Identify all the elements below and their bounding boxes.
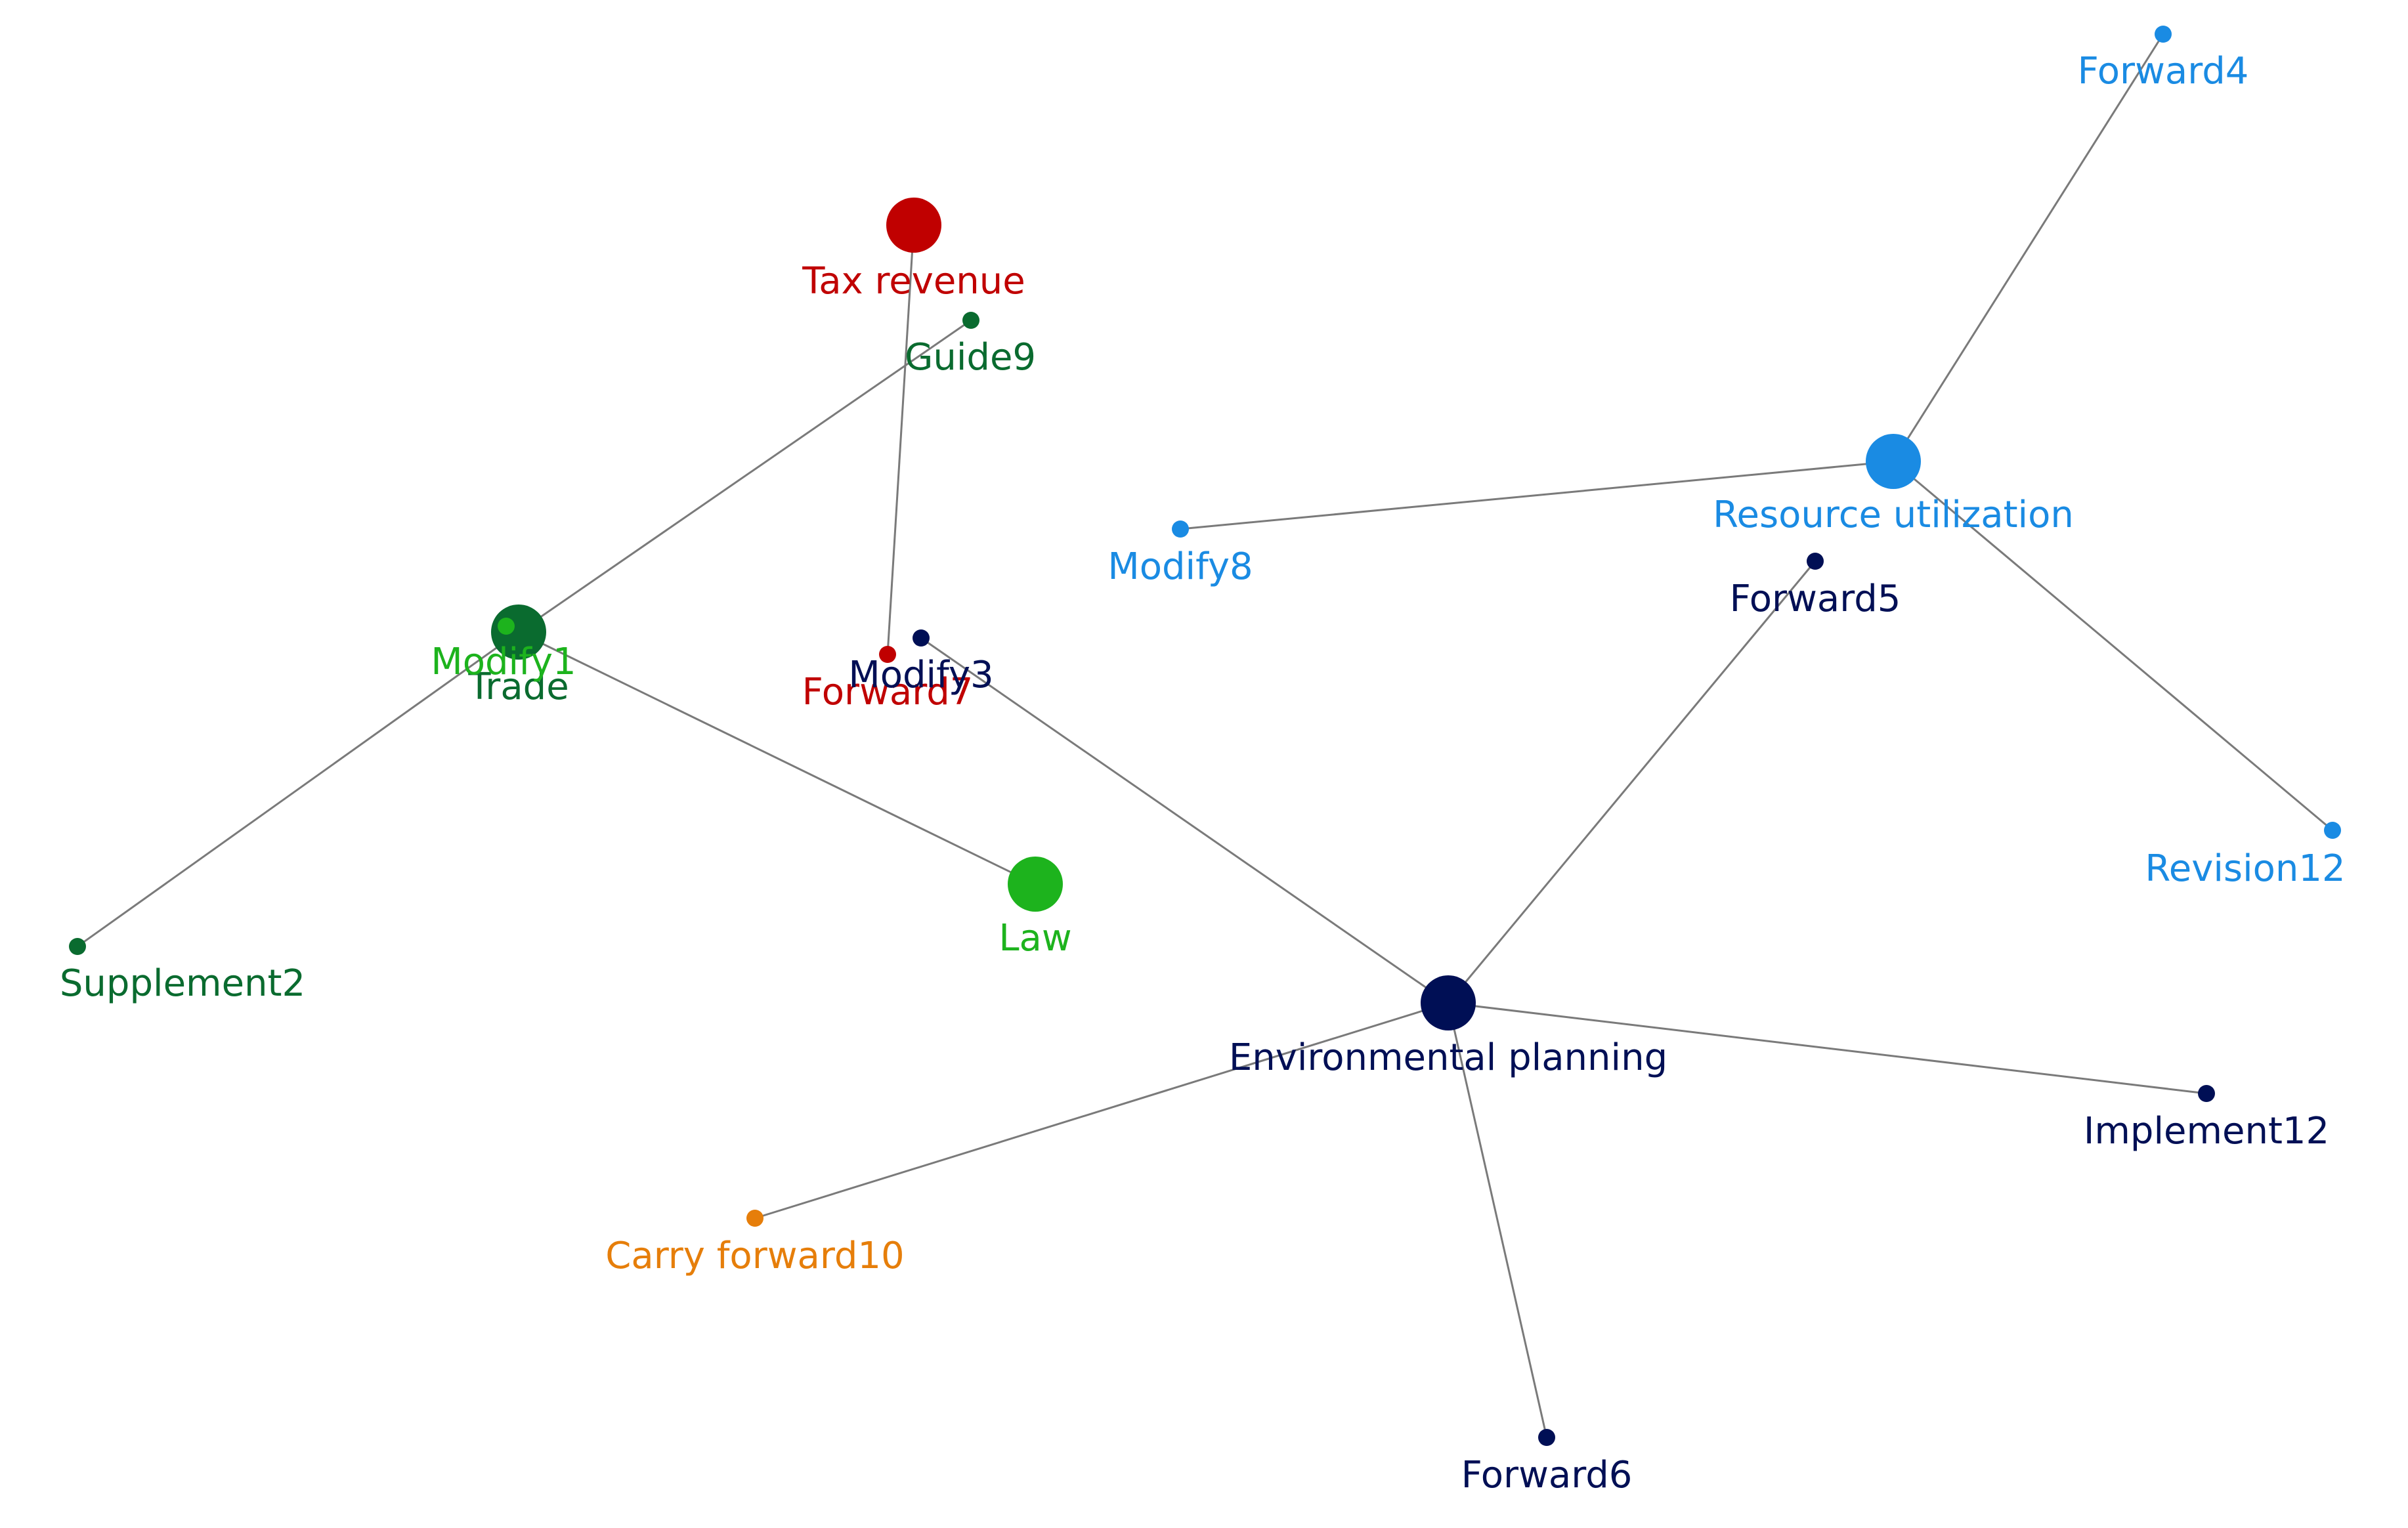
node-label-trade: Trade xyxy=(467,666,569,708)
edge-guide9-trade xyxy=(518,319,972,633)
node-forward7[interactable] xyxy=(879,646,896,663)
node-law[interactable] xyxy=(1008,857,1063,912)
node-modify3[interactable] xyxy=(913,629,930,647)
node-resource_utilization[interactable] xyxy=(1866,434,1921,489)
edge-environmental_planning-carry_forward10 xyxy=(754,1002,1449,1220)
edge-resource_utilization-revision12 xyxy=(1893,460,2333,832)
node-forward5[interactable] xyxy=(1807,553,1824,570)
node-tax_revenue[interactable] xyxy=(886,198,941,253)
node-implement12[interactable] xyxy=(2198,1085,2215,1102)
node-label-tax_revenue: Tax revenue xyxy=(802,260,1025,303)
node-label-forward7: Forward7 xyxy=(802,671,974,713)
edge-environmental_planning-implement12 xyxy=(1448,1002,2207,1095)
node-guide9[interactable] xyxy=(962,312,979,329)
node-revision12[interactable] xyxy=(2324,822,2341,839)
node-label-forward4: Forward4 xyxy=(2078,50,2249,93)
edge-environmental_planning-forward6 xyxy=(1447,1002,1548,1438)
node-label-carry_forward10: Carry forward10 xyxy=(605,1235,904,1277)
node-label-guide9: Guide9 xyxy=(905,336,1036,379)
node-modify1[interactable] xyxy=(498,618,515,635)
node-supplement2[interactable] xyxy=(69,938,86,955)
node-modify8[interactable] xyxy=(1172,520,1189,538)
edges-layer xyxy=(77,33,2333,1438)
edge-modify3-environmental_planning xyxy=(920,637,1449,1004)
node-label-forward5: Forward5 xyxy=(1730,578,1901,620)
node-label-modify8: Modify8 xyxy=(1107,545,1253,588)
edge-environmental_planning-forward5 xyxy=(1447,561,1817,1004)
node-forward6[interactable] xyxy=(1538,1429,1555,1446)
edge-tax_revenue-forward7 xyxy=(886,224,915,655)
node-carry_forward10[interactable] xyxy=(746,1210,763,1227)
node-environmental_planning[interactable] xyxy=(1421,975,1476,1030)
labels-layer: Tax revenueGuide9TradeModify1Forward7Mod… xyxy=(60,50,2346,1496)
node-label-modify3: Modify3 xyxy=(848,654,993,696)
node-label-resource_utilization: Resource utilization xyxy=(1713,494,2074,536)
nodes-layer xyxy=(69,26,2341,1446)
node-label-law: Law xyxy=(999,917,1071,960)
node-label-revision12: Revision12 xyxy=(2145,847,2345,890)
node-label-supplement2: Supplement2 xyxy=(60,962,305,1005)
node-label-forward6: Forward6 xyxy=(1461,1454,1633,1496)
node-label-environmental_planning: Environmental planning xyxy=(1229,1036,1667,1079)
edge-resource_utilization-forward4 xyxy=(1892,33,2164,462)
edge-trade-law xyxy=(518,631,1036,885)
edge-resource_utilization-modify8 xyxy=(1180,460,1894,530)
node-label-implement12: Implement12 xyxy=(2084,1110,2329,1153)
node-label-modify1: Modify1 xyxy=(431,641,576,683)
node-forward4[interactable] xyxy=(2155,26,2172,43)
edge-trade-supplement2 xyxy=(77,631,519,948)
